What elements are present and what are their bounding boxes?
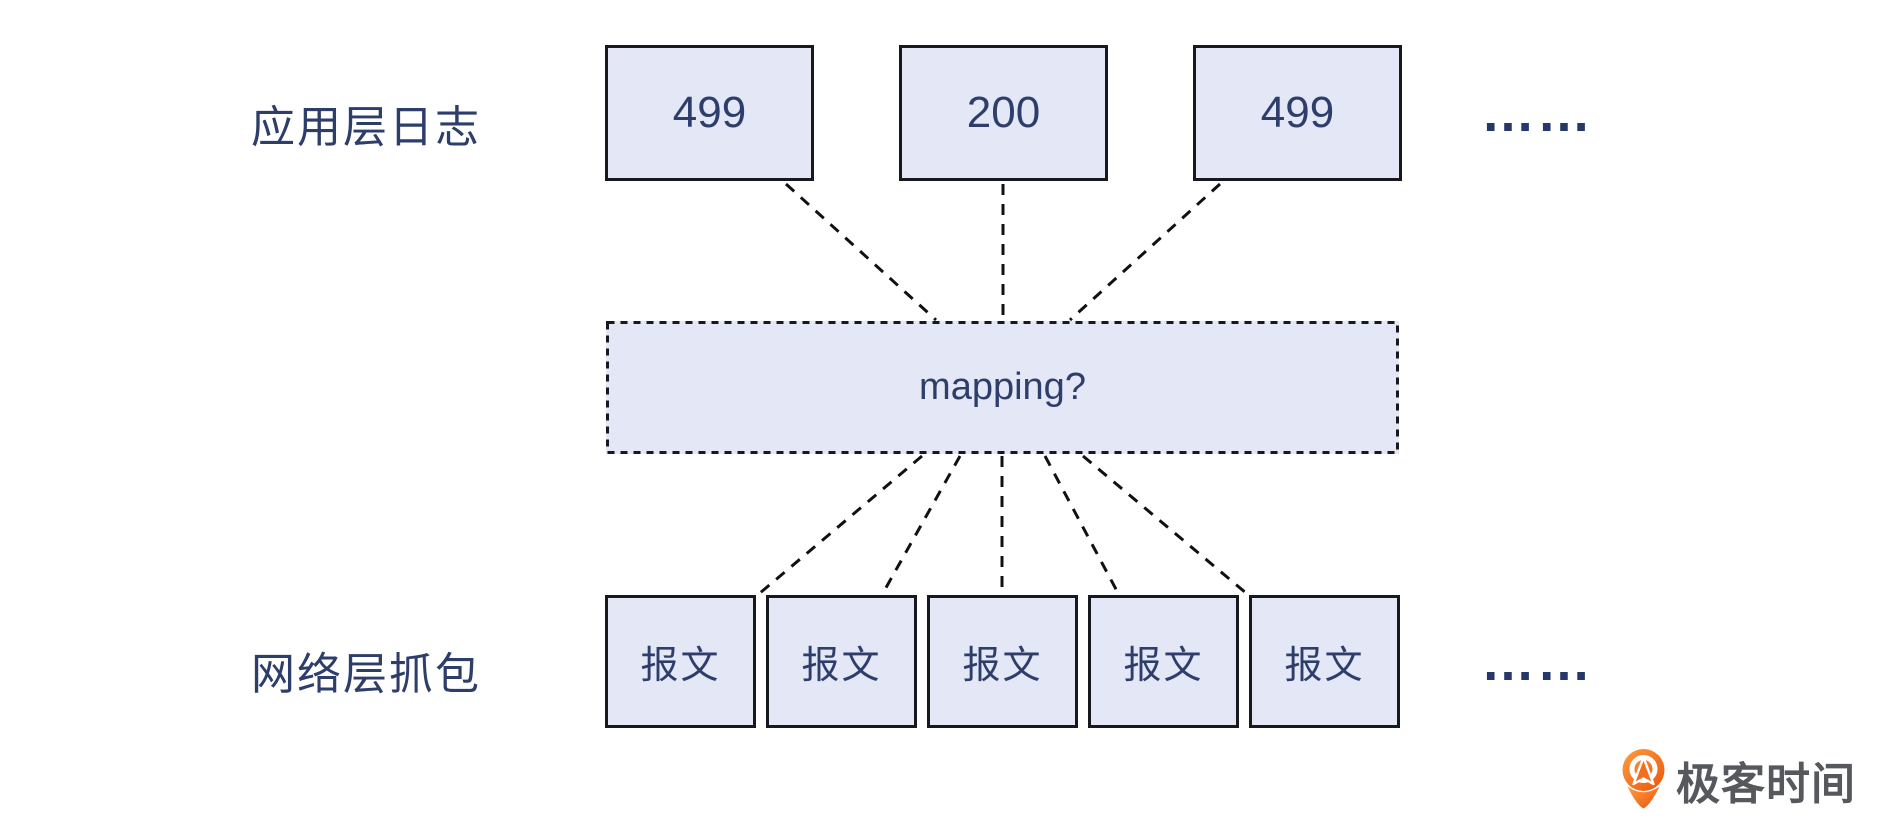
status-code-value: 499 — [672, 88, 747, 137]
mapping-box: mapping? — [606, 321, 1399, 454]
packet-box-1: 报文 — [605, 595, 756, 728]
bottom-ellipsis: …… — [1481, 632, 1593, 692]
packet-box-3: 报文 — [927, 595, 1078, 728]
packet-label: 报文 — [640, 645, 721, 687]
status-code-box-3: 499 — [1193, 45, 1402, 181]
connector-bottom-4 — [1043, 455, 1120, 594]
geektime-logo-text: 极客时间 — [1676, 760, 1856, 809]
status-code-value: 200 — [966, 88, 1041, 137]
status-code-box-2: 200 — [899, 45, 1108, 181]
packet-label: 报文 — [801, 645, 882, 687]
packet-box-2: 报文 — [766, 595, 917, 728]
packet-label: 报文 — [1284, 645, 1365, 687]
connector-bottom-5 — [1082, 454, 1247, 595]
top-ellipsis: …… — [1481, 83, 1593, 143]
connector-bottom-1 — [759, 454, 923, 595]
connector-bottom-2 — [881, 455, 962, 594]
geektime-logo: 极客时间 — [1622, 748, 1856, 812]
packet-label: 报文 — [962, 645, 1043, 687]
packet-box-5: 报文 — [1249, 595, 1400, 728]
connector-top-1 — [784, 182, 938, 322]
geektime-pin-icon — [1622, 749, 1665, 809]
status-code-value: 499 — [1260, 88, 1335, 137]
status-code-box-1: 499 — [605, 45, 814, 181]
packet-box-4: 报文 — [1088, 595, 1239, 728]
bottom-row-label: 网络层抓包 — [251, 650, 481, 699]
packet-label: 报文 — [1123, 645, 1204, 687]
top-row-label: 应用层日志 — [251, 103, 481, 152]
mapping-label: mapping? — [919, 366, 1086, 408]
connector-top-3 — [1068, 182, 1222, 322]
